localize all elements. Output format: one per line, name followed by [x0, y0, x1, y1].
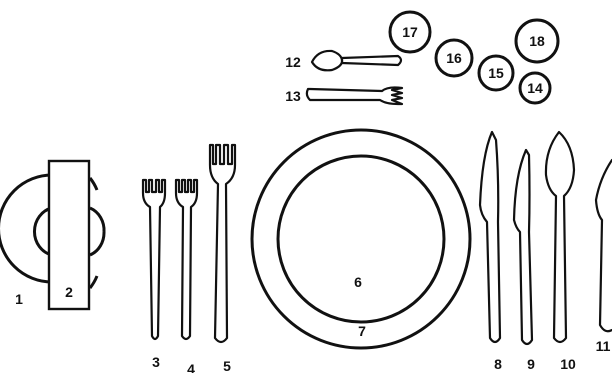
- label-3: 3: [152, 354, 160, 370]
- dessert-fork-icon: [307, 87, 402, 104]
- label-13: 13: [285, 88, 301, 104]
- soup-spoon-icon: [546, 132, 574, 342]
- dinner-plate-icon: [278, 156, 444, 322]
- label-18: 18: [529, 33, 545, 49]
- charger-plate-icon: [252, 130, 470, 348]
- dessert-spoon-icon: [312, 51, 401, 70]
- label-2: 2: [65, 284, 73, 300]
- fish-fork-icon: [176, 180, 197, 339]
- label-9: 9: [527, 356, 535, 372]
- label-16: 16: [446, 50, 462, 66]
- fish-knife-icon: [514, 150, 532, 344]
- label-17: 17: [402, 24, 418, 40]
- label-14: 14: [527, 80, 543, 96]
- salad-fork-icon: [143, 180, 165, 339]
- dinner-knife-icon: [480, 132, 500, 342]
- label-6: 6: [354, 274, 362, 290]
- label-1: 1: [15, 291, 23, 307]
- dinner-fork-icon: [210, 145, 235, 342]
- label-5: 5: [223, 358, 231, 373]
- label-7: 7: [358, 323, 366, 339]
- oyster-knife-icon: [596, 160, 612, 331]
- label-12: 12: [285, 54, 301, 70]
- label-11: 11: [596, 338, 611, 354]
- label-15: 15: [488, 65, 504, 81]
- label-10: 10: [560, 356, 576, 372]
- label-8: 8: [494, 356, 502, 372]
- label-4: 4: [187, 361, 195, 373]
